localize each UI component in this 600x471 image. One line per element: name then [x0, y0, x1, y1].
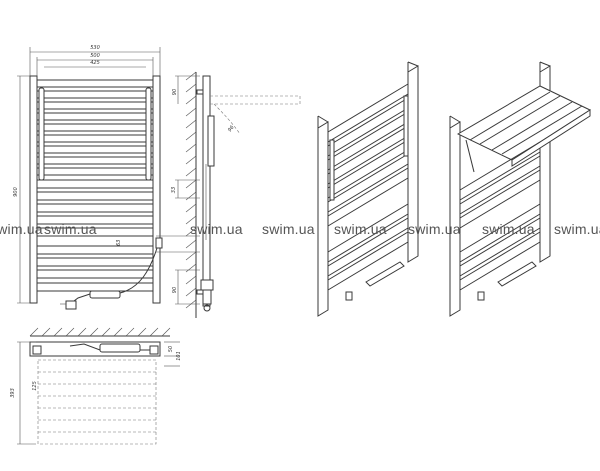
- watermark-7: swim.ua: [482, 221, 535, 237]
- watermark-4: swim.ua: [262, 221, 315, 237]
- perspective-open: [449, 61, 592, 317]
- dim-plan-b: 50: [168, 346, 174, 352]
- upper-rails: [36, 79, 154, 237]
- dim-side-mid: 33: [171, 187, 177, 193]
- dim-height-total: 900: [13, 187, 19, 197]
- dim-plan-d: 125: [32, 381, 38, 391]
- watermark-8: swim.ua: [554, 221, 600, 237]
- dim-width-total: 530: [90, 45, 100, 51]
- watermark-2: swim.ua: [44, 221, 97, 237]
- perspective-closed: [317, 61, 419, 317]
- dim-plan-c: 393: [10, 388, 16, 398]
- dim-side-depth: 96: [227, 125, 236, 134]
- dim-side-low: 63: [116, 240, 122, 246]
- watermark-3: swim.ua: [190, 221, 243, 237]
- front-view: 530 500 425 900: [13, 45, 163, 310]
- plan-view: 393 125 50 101: [10, 327, 182, 445]
- dim-width-inner: 425: [90, 60, 100, 66]
- watermark-5: swim.ua: [334, 221, 387, 237]
- dim-side-top: 90: [172, 89, 178, 95]
- watermark-1: swim.ua: [0, 221, 43, 237]
- dim-width-mid: 500: [90, 53, 100, 59]
- watermark-6: swim.ua: [408, 221, 461, 237]
- lower-rails: [36, 245, 154, 292]
- side-view: 90 33 90 96 63: [116, 71, 301, 318]
- dim-side-bottom: 90: [172, 287, 178, 293]
- dim-plan-a: 101: [176, 351, 182, 361]
